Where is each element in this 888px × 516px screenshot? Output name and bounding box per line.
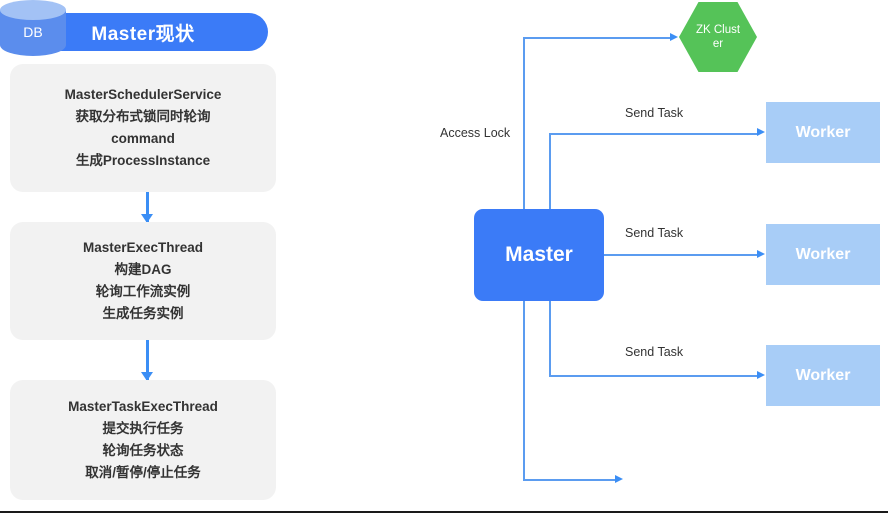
connector-db-horizontal	[523, 479, 616, 481]
connector-access-lock-vertical	[523, 37, 525, 310]
process-box-line: 生成任务实例	[102, 305, 184, 321]
flow-arrow-down-2	[141, 340, 153, 381]
connector-access-lock-horizontal	[523, 37, 671, 39]
process-box-line: 生成ProcessInstance	[75, 152, 211, 168]
process-box-master-scheduler-service: MasterSchedulerService 获取分布式锁同时轮询 comman…	[10, 64, 276, 192]
process-box-master-task-exec-thread: MasterTaskExecThread 提交执行任务 轮询任务状态 取消/暂停…	[10, 380, 276, 500]
db-label: DB	[23, 24, 43, 40]
connector-send-task-1-vertical	[549, 133, 551, 253]
process-box-line: 提交执行任务	[102, 421, 184, 437]
arrow-head	[141, 372, 153, 381]
edge-label-send-task-1: Send Task	[625, 106, 684, 120]
connector-db-vertical	[523, 255, 525, 480]
node-zk-cluster[interactable]: ZK Cluster	[679, 2, 757, 72]
arrowhead-send-task-1	[757, 128, 765, 136]
process-box-line: 获取分布式锁同时轮询	[75, 109, 211, 125]
process-box-line: 取消/暂停/停止任务	[85, 464, 201, 480]
connector-send-task-3-vertical	[549, 255, 551, 376]
arrowhead-db	[615, 475, 623, 483]
edge-label-access-lock: Access Lock	[440, 126, 511, 140]
node-db[interactable]: DB	[0, 0, 66, 62]
process-box-line: MasterExecThread	[82, 240, 204, 256]
arrow-stem	[146, 340, 149, 380]
arrow-head	[141, 214, 153, 223]
connector-send-task-2-horizontal	[604, 254, 758, 256]
process-box-master-exec-thread: MasterExecThread 构建DAG 轮询工作流实例 生成任务实例	[10, 222, 276, 340]
arrowhead-send-task-2	[757, 250, 765, 258]
arrow-stem	[146, 192, 149, 222]
process-box-line: 轮询任务状态	[102, 443, 184, 458]
node-worker-1[interactable]: Worker	[766, 102, 880, 163]
node-master[interactable]: Master	[474, 209, 604, 301]
node-worker-2[interactable]: Worker	[766, 224, 880, 285]
connector-send-task-3-horizontal	[549, 375, 758, 377]
arrowhead-send-task-3	[757, 371, 765, 379]
db-cylinder-top	[0, 0, 66, 20]
bottom-divider	[0, 511, 888, 513]
edge-label-send-task-3: Send Task	[625, 345, 684, 359]
process-box-line: MasterSchedulerService	[64, 87, 222, 103]
connector-send-task-1-horizontal	[549, 133, 758, 135]
node-worker-3[interactable]: Worker	[766, 345, 880, 406]
arrowhead-access-lock	[670, 33, 678, 41]
flow-arrow-down-1	[141, 192, 153, 223]
edge-label-send-task-2: Send Task	[625, 226, 684, 240]
process-box-line: MasterTaskExecThread	[68, 399, 218, 415]
process-box-line: 构建DAG	[114, 262, 172, 278]
process-box-line: 轮询工作流实例	[95, 284, 191, 299]
process-box-line: command	[111, 131, 175, 146]
